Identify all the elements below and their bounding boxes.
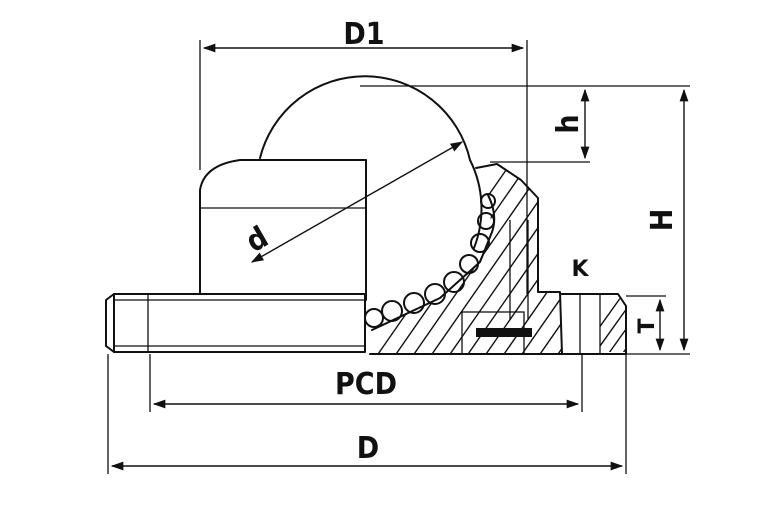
dimension-h: h (551, 88, 590, 160)
flange-right-end (559, 293, 627, 355)
label-T: T (635, 318, 660, 333)
left-cap-block (199, 159, 367, 301)
base-flange (105, 293, 366, 353)
label-H: H (645, 209, 680, 232)
label-PCD: PCD (335, 367, 397, 402)
label-K: K (571, 257, 589, 282)
label-D1: D1 (343, 17, 384, 52)
support-balls (364, 193, 496, 328)
dimension-PCD: PCD (149, 354, 583, 412)
dimension-D: D (107, 354, 627, 474)
dimension-H: H (645, 88, 689, 352)
dimension-T: T (635, 298, 665, 352)
label-h: h (551, 114, 586, 133)
label-d: d (240, 220, 274, 260)
dimension-D1: D1 (199, 17, 528, 294)
main-ball (259, 75, 483, 249)
label-D: D (357, 431, 379, 466)
housing-section-right (369, 163, 563, 355)
